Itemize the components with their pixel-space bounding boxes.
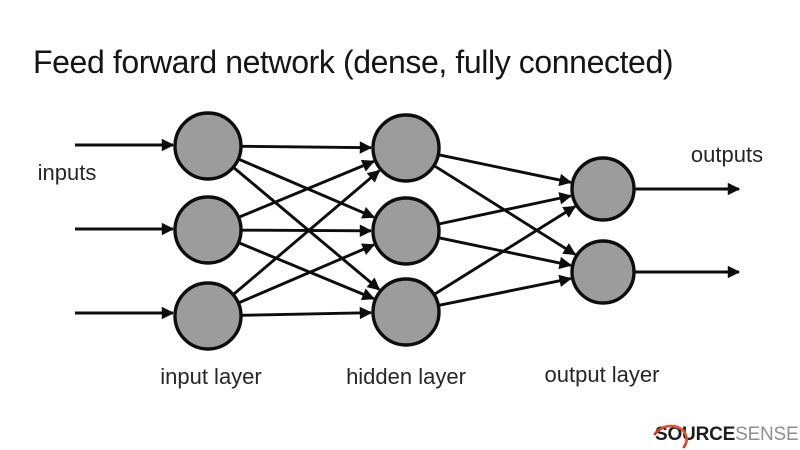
input-layer-label: input layer xyxy=(160,364,262,389)
logo: SOURCESENSE xyxy=(653,424,799,449)
edge-input-layer-to-hidden-layer xyxy=(237,243,375,305)
edge-input-layer-to-hidden-layer xyxy=(232,169,381,296)
slide-title: Feed forward network (dense, fully conne… xyxy=(33,44,674,80)
hidden-layer-node-2 xyxy=(371,196,441,266)
edge-hidden-layer-to-output-layer xyxy=(437,192,572,226)
hidden-layer-label: hidden layer xyxy=(346,364,466,389)
input-layer-node-1 xyxy=(173,111,243,181)
inputs-label: inputs xyxy=(37,160,97,185)
logo-bold-text: SOURCE xyxy=(655,424,736,445)
edge-input-layer-to-hidden-layer xyxy=(240,224,373,238)
edge-input-layer-to-hidden-layer xyxy=(240,141,373,154)
edge-hidden-layer-to-output-layer xyxy=(438,274,572,307)
outputs-label: outputs xyxy=(690,142,764,167)
output-layer-node-2 xyxy=(570,239,636,305)
edge-input-layer-to-hidden-layer xyxy=(240,306,373,320)
output-layer-label: output layer xyxy=(544,362,660,387)
input-layer-node-2 xyxy=(173,195,243,265)
hidden-layer-node-1 xyxy=(371,113,441,183)
output-layer-node-1 xyxy=(570,156,636,222)
input-layer-node-3 xyxy=(173,281,243,351)
logo-light-text: SENSE xyxy=(735,424,799,445)
edge-hidden-layer-to-output-layer xyxy=(438,153,572,187)
edge-input-layer-to-hidden-layer xyxy=(237,159,375,219)
edge-hidden-layer-to-output-layer xyxy=(433,205,577,296)
edge-input-layer-to-hidden-layer xyxy=(232,166,381,291)
hidden-layer-node-3 xyxy=(371,277,441,347)
edge-input-layer-to-hidden-layer xyxy=(237,241,375,301)
